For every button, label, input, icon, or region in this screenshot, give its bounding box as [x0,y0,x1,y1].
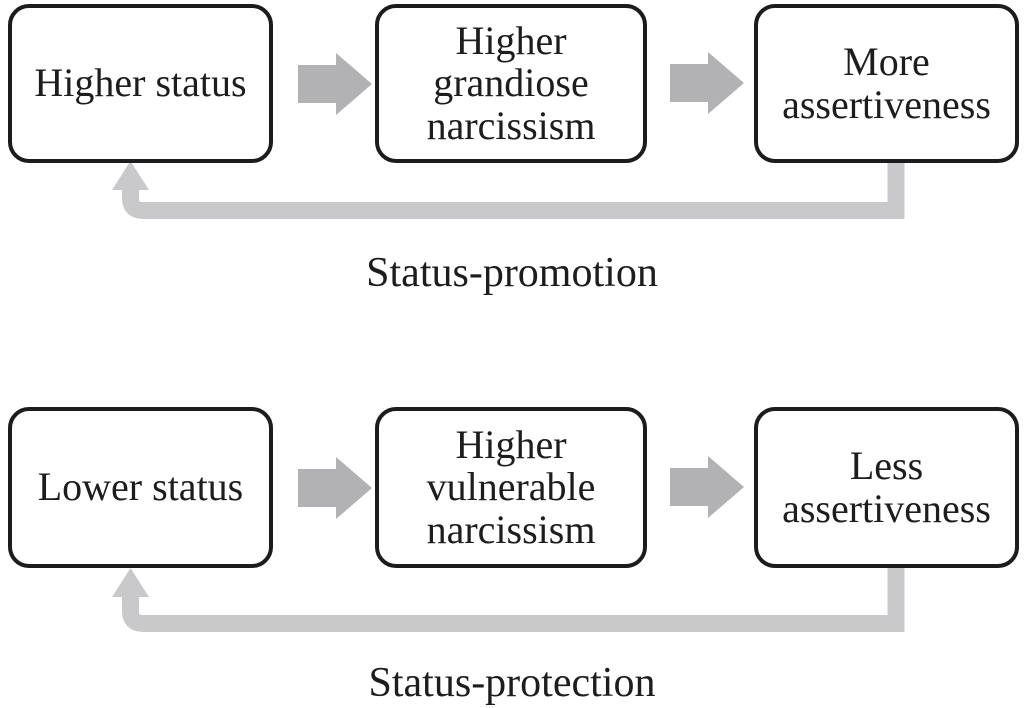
box-label: Less assertiveness [782,443,991,531]
process-label-status-protection: Status-protection [368,660,656,706]
box-higher-vulnerable-narcissism: Higher vulnerable narcissism [375,407,647,568]
box-less-assertiveness: Less assertiveness [754,407,1019,568]
box-label: Higher vulnerable narcissism [426,421,596,552]
box-higher-status: Higher status [8,4,273,163]
box-label: More assertiveness [782,39,991,127]
process-label-status-promotion: Status-promotion [366,250,658,296]
box-lower-status: Lower status [8,407,273,568]
right-block-arrow-icon [298,457,372,519]
up-arrowhead-icon [112,568,149,597]
feedback-loop-icon [112,560,905,632]
box-label: Higher status [34,60,247,106]
box-higher-grandiose-narcissism: Higher grandiose narcissism [375,4,647,163]
up-arrowhead-icon [112,161,149,190]
feedback-loop-path [122,560,905,632]
right-block-arrow-icon [298,53,372,115]
feedback-loop-icon [112,156,905,219]
feedback-loop-path [122,156,905,219]
right-block-arrow-icon [670,52,744,114]
right-block-arrow-icon [670,456,744,518]
box-label: Lower status [37,464,244,510]
box-label: Higher grandiose narcissism [426,17,596,148]
box-more-assertiveness: More assertiveness [754,4,1019,163]
